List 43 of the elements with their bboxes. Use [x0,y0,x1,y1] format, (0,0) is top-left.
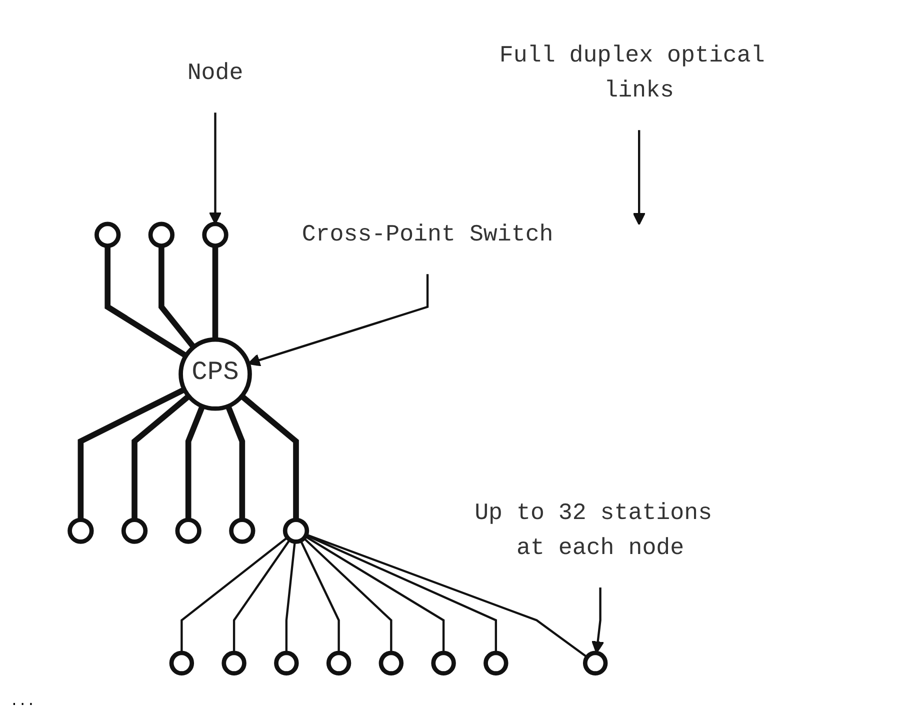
node-circle [174,518,201,544]
arrow [632,130,645,226]
connector [224,405,245,520]
connector [104,246,188,358]
node-circle [326,650,351,676]
connector [302,537,392,653]
star-network-drawing: Full duplex optical links Node Cross-Point Switch CPS Up to 32 stations at each node [8,5,888,685]
arrow [590,588,604,654]
arrow [208,112,222,225]
connector [77,386,186,520]
node-circle [148,222,174,248]
node-circle [228,518,255,544]
connector [180,536,288,653]
connector [305,534,588,658]
connector [158,246,196,349]
connector [131,394,190,520]
node-circle [274,650,298,676]
node-circle [94,222,120,248]
connector [284,542,296,653]
connector [212,246,218,340]
node-text: Full duplex optical links [498,42,764,104]
arrow [247,274,428,366]
node-circle [378,650,404,676]
node-circle [582,650,608,676]
node-text: Up to 32 stations at each node [474,500,712,562]
connector [184,405,205,520]
node-circle [168,650,194,676]
connector [232,539,290,653]
connector [299,540,340,653]
node-circle [430,650,456,676]
connector [305,534,496,653]
connector [304,536,444,653]
node-text: Node [186,60,243,86]
node-circle [178,337,252,411]
node-circle [221,650,246,676]
node-text: Cross-Point Switch [301,222,553,248]
connector [239,394,298,520]
ellipsis-text: ... [10,694,36,710]
node-circle [282,518,309,544]
node-circle [202,222,228,248]
node-circle [120,518,148,544]
node-circle [67,518,94,544]
node-circle [483,650,508,676]
